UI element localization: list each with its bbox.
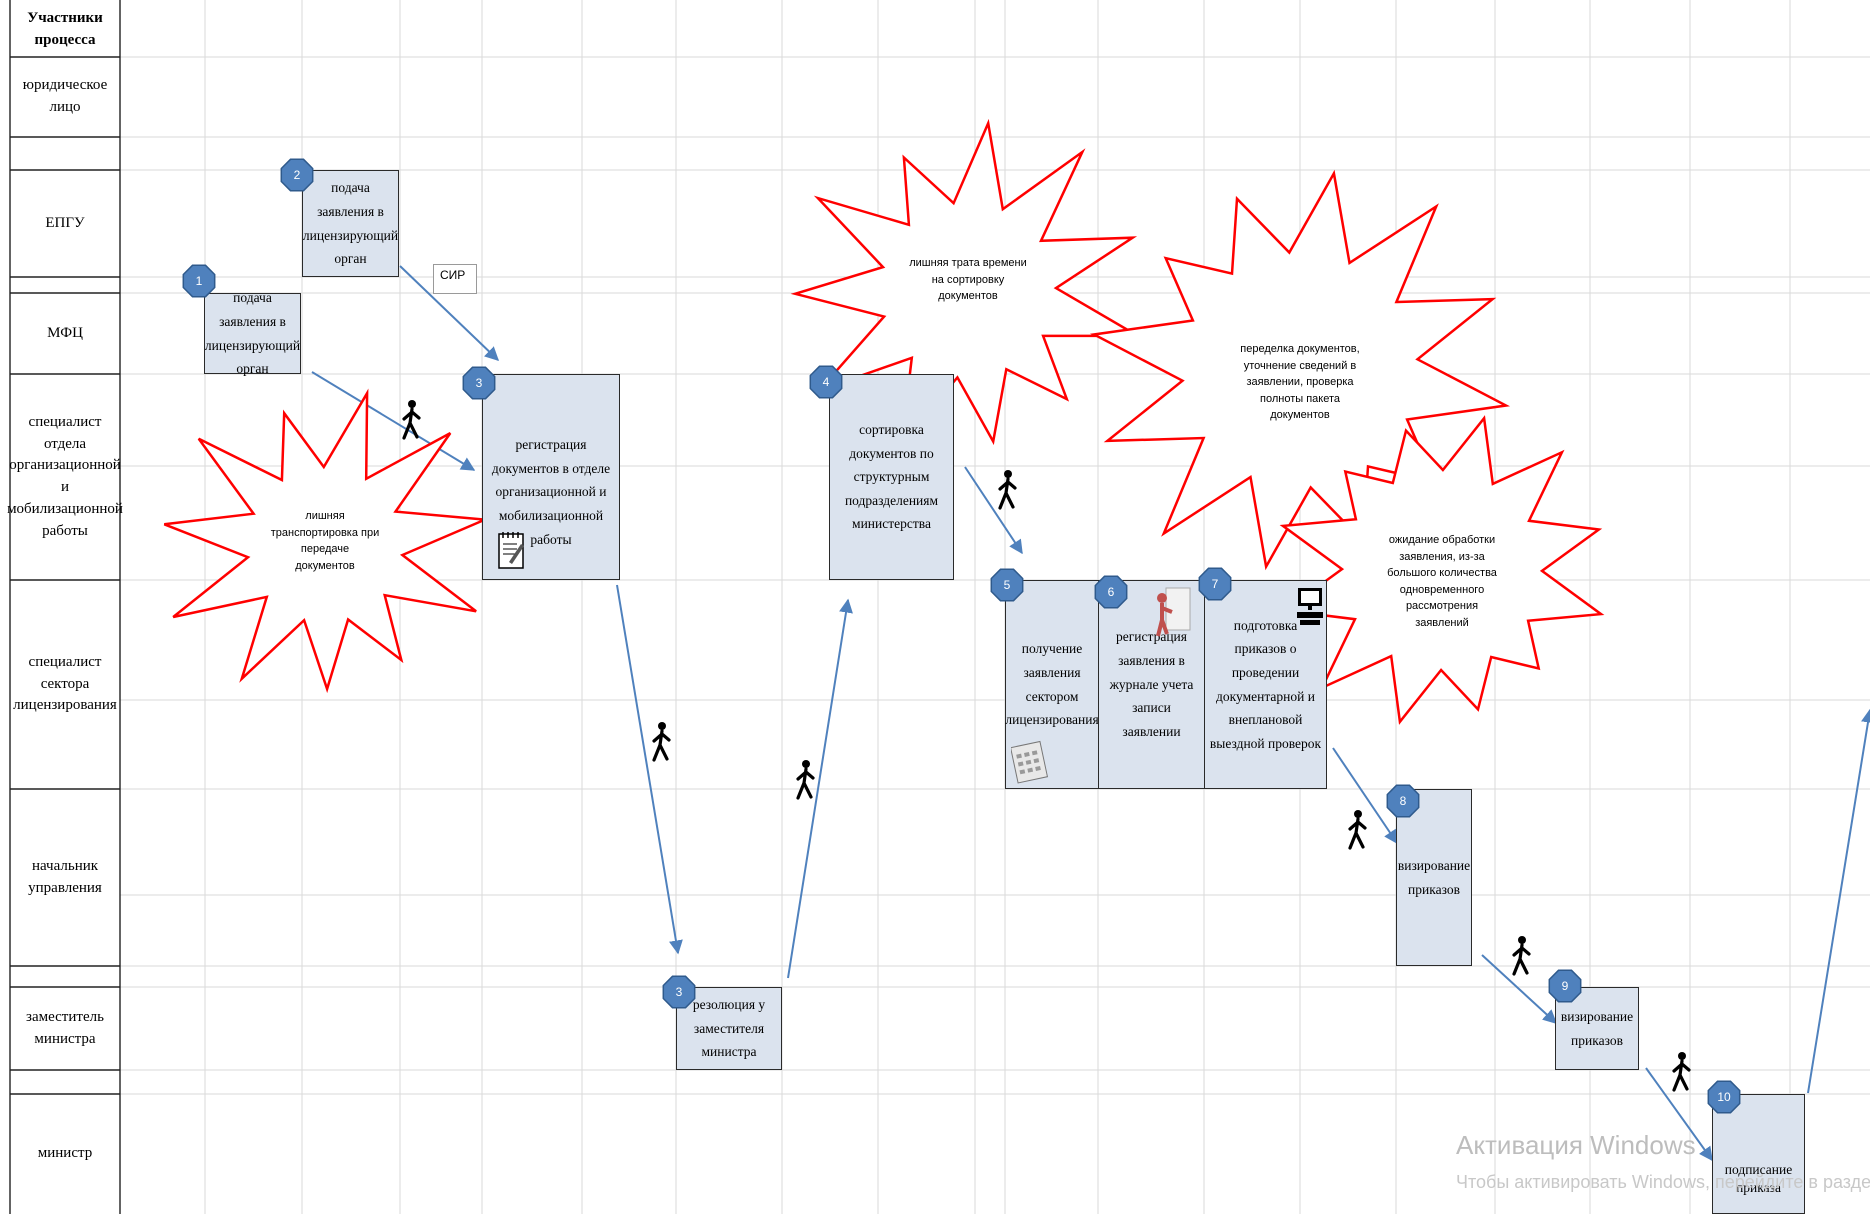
step-number: 1	[196, 274, 203, 288]
step-box[interactable]: визирование приказов	[1555, 987, 1639, 1070]
step-number-badge	[809, 365, 843, 399]
lane-epgu: ЕПГУ	[45, 214, 85, 231]
step-number-badge	[280, 158, 314, 192]
burst-waiting-text: ожидание обработки заявления, из-за боль…	[1387, 534, 1497, 629]
step-number-badge	[1548, 969, 1582, 1003]
step-number-badge	[182, 264, 216, 298]
step-number: 9	[1562, 979, 1569, 993]
arrow-8-to-9	[1481, 954, 1558, 1024]
lane-minister: министр	[37, 1145, 93, 1162]
document-person-icon	[1156, 587, 1191, 637]
step-label: подписание приказа	[1724, 1162, 1793, 1195]
step-number-badge	[990, 568, 1024, 602]
arrow-3b-to-4	[787, 598, 853, 979]
step-number-badge	[662, 975, 696, 1009]
lane-column	[9, 0, 121, 1214]
step-box[interactable]: сортировка документов по структурным под…	[829, 374, 954, 580]
computer-icon	[1297, 588, 1323, 625]
arrow-3-to-3b	[616, 584, 683, 955]
sir-label: СИР	[433, 264, 477, 294]
arrow-4-to-5	[964, 466, 1023, 555]
step-number: 5	[1004, 578, 1011, 592]
step-number-badge	[1198, 567, 1232, 601]
burst-sorting-text: лишняя трата времени на сортировку докум…	[909, 257, 1027, 302]
step-number: 3	[476, 376, 483, 390]
burst-transport-text: лишняя транспортировка при передаче доку…	[270, 510, 380, 572]
activation-watermark-title: Активация Windows	[1456, 1130, 1696, 1160]
arrow-2-to-3	[399, 265, 500, 361]
calculator-icon	[1011, 740, 1049, 784]
arrow-10-to-exit	[1807, 708, 1870, 1094]
lane-org-specialist: специалист отдела организационной и моби…	[7, 413, 123, 539]
step-box[interactable]: резолюция у заместителя министра	[676, 987, 782, 1070]
step-number-badge	[1707, 1080, 1741, 1114]
step-number: 7	[1212, 577, 1219, 591]
step-number: 2	[294, 168, 301, 182]
burst-waiting	[1279, 415, 1605, 725]
burst-transport	[163, 388, 486, 694]
step-number: 4	[823, 375, 830, 389]
activation-watermark-subtitle: Чтобы активировать Windows, перейдите в …	[1456, 1172, 1870, 1192]
arrow-9-to-10	[1645, 1067, 1713, 1162]
notepad-icon	[498, 532, 524, 569]
burst-sorting	[790, 118, 1143, 449]
step-number-badge	[1386, 784, 1420, 818]
lane-deputy-minister: заместитель министра	[26, 1008, 104, 1047]
step-box[interactable]: подача заявления в лицензирующий орган	[204, 290, 301, 377]
participants-header: Участники процесса	[27, 9, 103, 48]
step-number-badge	[1094, 575, 1128, 609]
arrow-7-to-8	[1332, 747, 1398, 845]
lane-mfc: МФЦ	[47, 324, 83, 341]
lane-licensing-specialist: специалист сектора лицензирования	[13, 653, 117, 714]
step-number: 3	[676, 985, 683, 999]
arrow-1-to-3	[311, 371, 476, 471]
step-box[interactable]: подписание приказа	[1712, 1094, 1805, 1214]
step-number-badge	[462, 366, 496, 400]
step-number: 8	[1400, 794, 1407, 808]
step-box[interactable]: визирование приказов	[1396, 789, 1472, 966]
lane-department-head: начальник управления	[28, 857, 102, 896]
step-box[interactable]: подача заявления в лицензирующий орган	[302, 170, 399, 277]
step-label: регистрация документов в отделе организа…	[491, 437, 611, 547]
step-number: 6	[1108, 585, 1115, 599]
waste-bursts	[163, 118, 1605, 725]
burst-rework-text: переделка документов, уточнение сведений…	[1240, 343, 1360, 421]
lane-legal-entity: юридическое лицо	[22, 77, 108, 115]
flow-arrows	[311, 265, 1870, 1162]
step-number: 10	[1717, 1090, 1731, 1104]
